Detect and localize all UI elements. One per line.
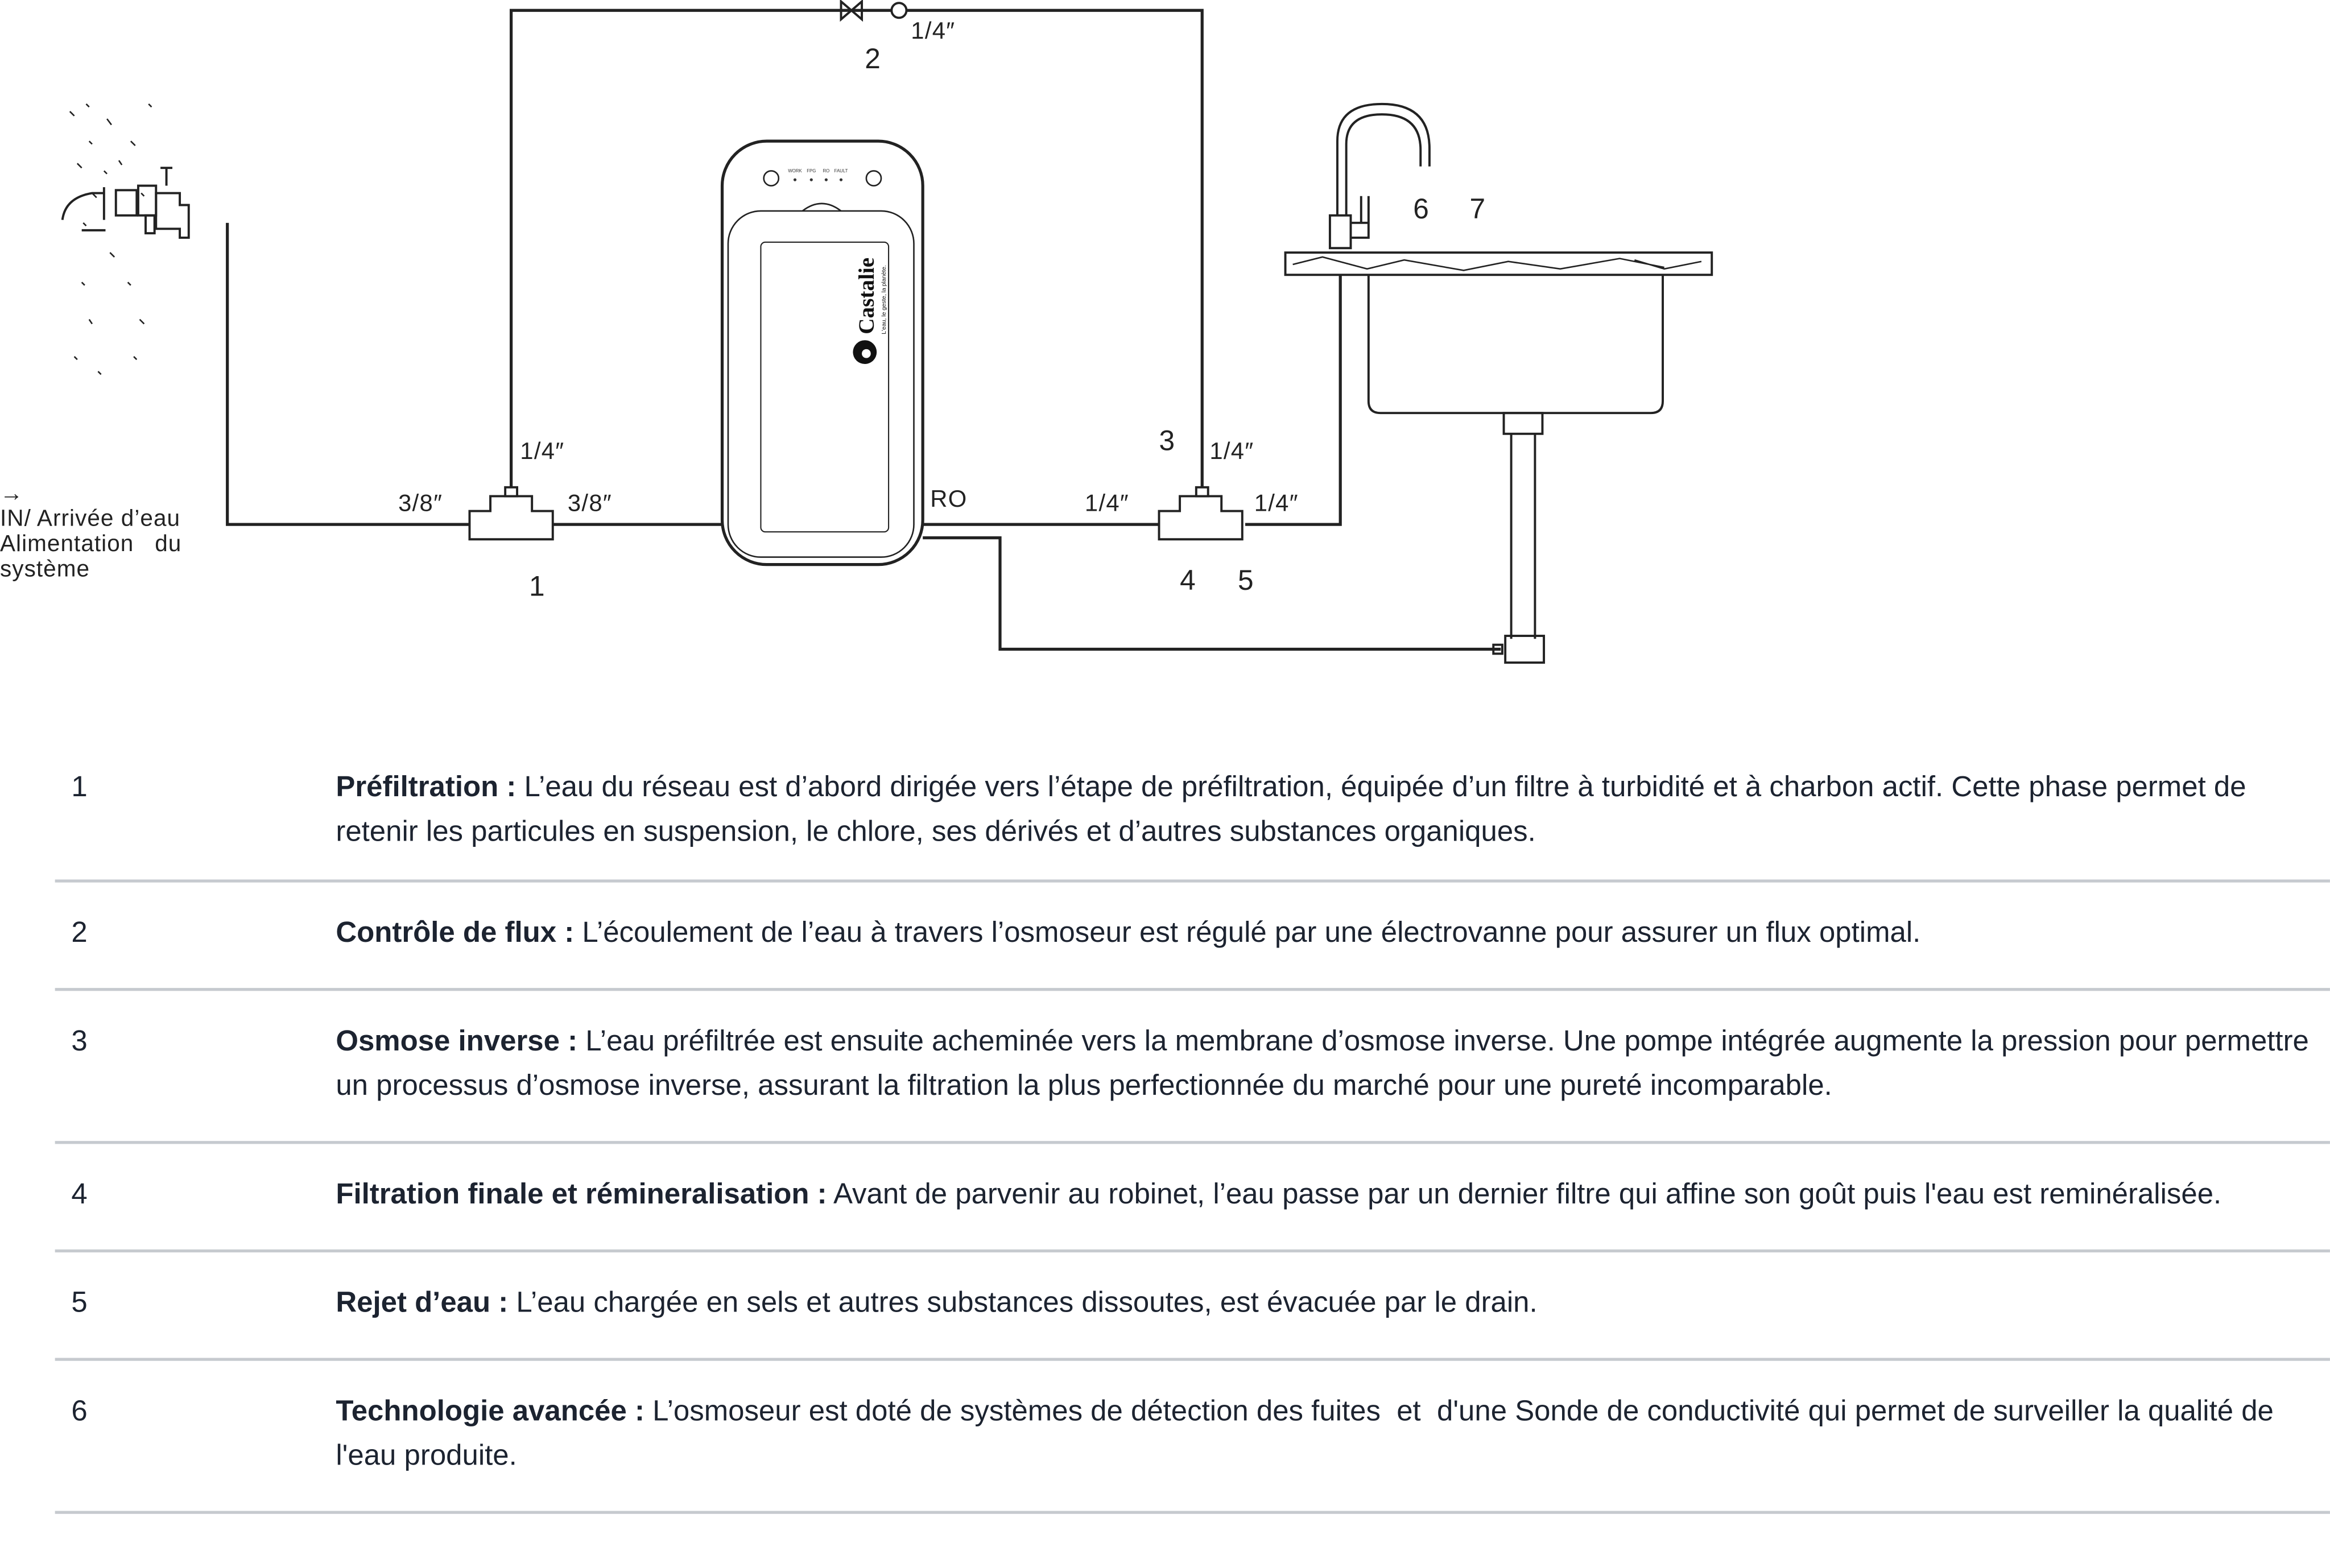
step-title: Technologie avancée : xyxy=(336,1395,645,1428)
inlet-label: → IN/ Arrivée d’eau Alimentation du syst… xyxy=(0,481,181,582)
step-description: Osmose inverse : L’eau préfiltrée est en… xyxy=(336,1019,2330,1108)
tee1-up-size-label: 1/4″ xyxy=(520,440,565,465)
marker-4: 4 xyxy=(1180,566,1196,598)
osmosis-device: WORK FPG RO FAULT xyxy=(720,139,924,566)
tee-fitting-1 xyxy=(468,486,554,541)
step-number: 4 xyxy=(71,1178,88,1211)
marker-7: 7 xyxy=(1469,195,1486,226)
ro-label: RO xyxy=(930,487,968,513)
step-text: L’osmoseur est doté de systèmes de détec… xyxy=(336,1395,2282,1472)
tee1-right-size-label: 3/8″ xyxy=(567,491,612,518)
step-title: Filtration finale et rémineralisation : xyxy=(336,1178,827,1211)
step-row: 4 Filtration finale et rémineralisation … xyxy=(55,1144,2330,1253)
step-text: L’eau du réseau est d’abord dirigée vers… xyxy=(336,771,2246,849)
inlet-label-line2: Alimentation du xyxy=(0,532,182,557)
inlet-arrow-icon: → xyxy=(0,481,24,507)
step-number: 1 xyxy=(71,771,88,804)
step-text: L’eau préfiltrée est ensuite acheminée v… xyxy=(336,1025,2309,1103)
tee2-left-size-label: 1/4″ xyxy=(1084,491,1130,518)
drain-pipe xyxy=(923,536,1501,651)
steps-table: 1 Préfiltration : L’eau du réseau est d’… xyxy=(55,738,2330,1514)
reset-button-icon xyxy=(865,170,882,187)
water-spray-icon xyxy=(69,103,152,375)
step-description: Technologie avancée : L’osmoseur est dot… xyxy=(336,1389,2330,1478)
step-number: 3 xyxy=(71,1025,88,1058)
step-description: Contrôle de flux : L’écoulement de l’eau… xyxy=(336,911,2330,955)
step-row: 3 Osmose inverse : L’eau préfiltrée est … xyxy=(55,991,2330,1144)
supply-tap-icon xyxy=(61,167,190,239)
marker-6: 6 xyxy=(1413,195,1429,226)
step-title: Contrôle de flux : xyxy=(336,916,575,950)
marker-5: 5 xyxy=(1237,566,1254,598)
marker-1: 1 xyxy=(528,572,545,603)
faucet-icon xyxy=(1328,102,1431,250)
step-title: Préfiltration : xyxy=(336,771,517,804)
tee-fitting-2 xyxy=(1158,486,1244,541)
step-number: 6 xyxy=(71,1395,88,1428)
tee1-left-size-label: 3/8″ xyxy=(398,491,443,518)
sink-icon xyxy=(1284,251,1713,664)
faucet-pipe xyxy=(1245,275,1342,526)
panel-label-ro: RO xyxy=(823,168,830,173)
panel-label-fpg: FPG xyxy=(807,168,816,173)
step-description: Rejet d’eau : L’eau chargée en sels et a… xyxy=(336,1281,2330,1325)
check-valve-icon xyxy=(890,2,908,19)
tee2-right-size-label: 1/4″ xyxy=(1254,491,1299,518)
step-row: 5 Rejet d’eau : L’eau chargée en sels et… xyxy=(55,1252,2330,1361)
inlet-label-line1: IN/ Arrivée d’eau xyxy=(0,506,181,532)
inlet-label-line3: système xyxy=(0,557,90,582)
valve-size-label: 1/4″ xyxy=(911,19,956,45)
step-title: Rejet d’eau : xyxy=(336,1286,509,1319)
bypass-pipe xyxy=(509,9,1204,491)
marker-3: 3 xyxy=(1159,426,1175,458)
step-text: Avant de parvenir au robinet, l’eau pass… xyxy=(827,1178,2222,1211)
step-description: Filtration finale et rémineralisation : … xyxy=(336,1172,2330,1217)
step-row: 1 Préfiltration : L’eau du réseau est d’… xyxy=(55,738,2330,883)
step-text: L’eau chargée en sels et autres substanc… xyxy=(508,1286,1538,1319)
tee2-up-size-label: 1/4″ xyxy=(1209,440,1254,465)
step-title: Osmose inverse : xyxy=(336,1025,578,1058)
step-description: Préfiltration : L’eau du réseau est d’ab… xyxy=(336,765,2330,854)
brand-tagline: L'eau, le geste, la planète. xyxy=(881,265,887,334)
step-row: 2 Contrôle de flux : L’écoulement de l’e… xyxy=(55,883,2330,991)
step-number: 2 xyxy=(71,916,88,950)
solenoid-valve-icon xyxy=(840,0,864,22)
brand-name: Castalie xyxy=(854,258,879,334)
panel-label-fault: FAULT xyxy=(834,168,848,173)
step-row: 6 Technologie avancée : L’osmoseur est d… xyxy=(55,1361,2330,1514)
panel-label-work: WORK xyxy=(788,168,802,173)
inlet-pipe xyxy=(226,222,470,526)
step-text: L’écoulement de l’eau à travers l’osmose… xyxy=(574,916,1921,950)
step-number: 5 xyxy=(71,1286,88,1319)
marker-2: 2 xyxy=(865,44,881,76)
installation-diagram: WORK FPG RO FAULT Castalie L'eau, le ges… xyxy=(61,0,1713,664)
flush-button-icon xyxy=(763,170,780,187)
